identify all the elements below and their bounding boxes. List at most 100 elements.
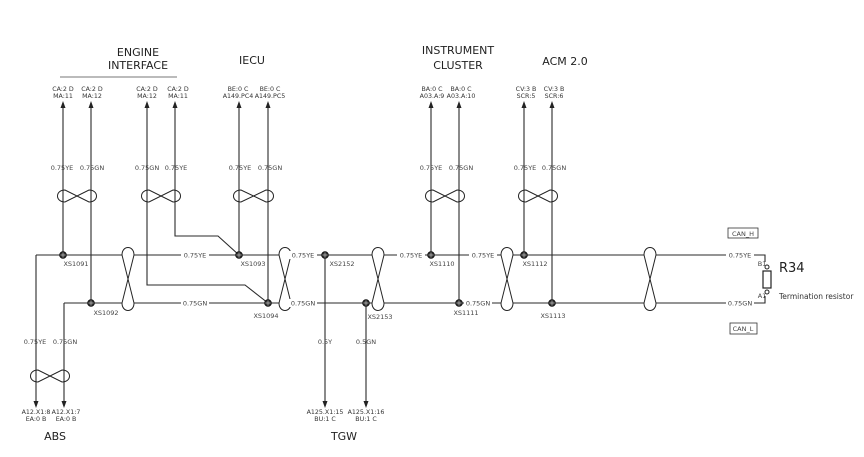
wire-label: 0.75GN [542,164,567,172]
bus-label-bg [181,299,209,307]
bus-label-bg [464,299,492,307]
wires [30,76,772,408]
twisted-pair-icon [643,247,657,311]
resistor-pin-b: B1 [758,260,767,268]
splice-label: XS1113 [540,312,565,320]
pin-label: MA:11 [168,93,188,100]
arrow-up-icon [60,101,66,108]
bus-label-bg [181,251,209,259]
bus-label-bg [289,251,317,259]
wire-label: 0.75YE [165,164,188,172]
splice-cross [363,300,369,306]
pin-label: A12.X1:7 [52,409,81,416]
wire-label: 0.75GN [80,164,105,172]
splice-cross [322,252,328,258]
bus-wire-label: 0.75GN [183,299,208,307]
bus-wire-label: 0.75YE [400,251,423,259]
pin-label: A125.X1:15 [307,409,344,416]
arrow-up-icon [428,101,434,108]
arrow-down-icon [61,401,67,408]
twisted-pair-icon [500,247,514,311]
pin-label: BA:0 C [421,86,443,93]
wire-label: 0.75YE [514,164,537,172]
abs-title: ABS [44,430,66,443]
pin-label: BE:0 C [260,86,281,93]
pin-label: SCR:6 [545,93,564,100]
pin-label: MA:12 [137,93,157,100]
bus-wire-label: 0.75YE [184,251,207,259]
twisted-pair-icon [425,189,465,203]
bus-wire-label: 0.75YE [729,251,752,259]
twisted-pair-icon [518,189,558,203]
splice-label: XS2152 [329,260,354,268]
pin-label: A03.A:9 [420,93,445,100]
pin-label: BE:0 C [228,86,249,93]
arrow-up-icon [456,101,462,108]
tgw-title: TGW [330,430,357,443]
arrow-up-icon [236,101,242,108]
pin-label: A03.A:10 [447,93,476,100]
bus-wire-label: 0.75GN [728,299,753,307]
resistor-id: R34 [779,261,805,276]
wire-label: 0.75YE [24,338,47,346]
wire-label: 0.75YE [420,164,443,172]
splice-label: XS1094 [253,312,278,320]
bus-label-bg [469,251,497,259]
splice-cross [428,252,434,258]
splice-cross [236,252,242,258]
twisted-pair-icon [233,189,274,203]
wire-label: 0.5Y [318,338,332,346]
wire-label: 0.75GN [135,164,160,172]
splice-cross [60,252,66,258]
resistor-icon [762,270,772,289]
wire-label: 0.75GN [258,164,283,172]
bus-wire-label: 0.75GN [291,299,316,307]
wire-label: 0.75YE [229,164,252,172]
pin-label: BU:1 C [355,416,377,423]
wire-label: 0.5GN [356,338,376,346]
pin-label: CV:3 B [516,86,537,93]
wire-label: 0.75YE [51,164,74,172]
splice-label: XS2153 [367,313,392,321]
resistor-pin-a: A1 [758,292,767,300]
arrow-down-icon [322,401,328,408]
arrow-up-icon [265,101,271,108]
pin-label: MA:11 [53,93,73,100]
splice-cross [521,252,527,258]
pin-label: EA:0 B [26,416,47,423]
bus-wire-label: 0.75GN [466,299,491,307]
splice-label: XS1093 [240,260,265,268]
resistor-description: Termination resistor [778,292,854,301]
bus-labels: 0.75YE 0.75YE 0.75YE 0.75YE 0.75YE 0.75GN 0.75… [181,251,754,307]
arrow-up-icon [172,101,178,108]
can-l-label: CAN_L [733,325,754,333]
resistor-terminal [764,264,770,270]
splice-cross [88,300,94,306]
wire-vertical [146,105,269,304]
twisted-pair-icon [30,369,70,383]
twisted-pair-icon [57,189,97,203]
bus-label-bg [726,299,754,307]
arrow-up-icon [144,101,150,108]
engine-title: ENGINE [117,46,159,59]
splice-label: XS1091 [63,260,88,268]
can-low-bus [64,296,766,304]
resistor-terminal [764,289,770,295]
arrow-up-icon [88,101,94,108]
twisted-pair-icon [121,247,135,311]
wire-label: 0.75GN [449,164,474,172]
pin-label: CA:2 D [136,86,158,93]
can-h-label: CAN_H [732,230,754,238]
splice-label: XS1111 [453,309,478,317]
bus-wire-label: 0.75YE [472,251,495,259]
arrow-up-icon [549,101,555,108]
bus-wire-label: 0.75YE [292,251,315,259]
splice-cross [265,300,271,306]
arrow-down-icon [33,401,39,408]
pin-label: CA:2 D [52,86,74,93]
splice-cross [456,300,462,306]
cluster-title-2: CLUSTER [433,59,483,72]
arrow-down-icon [363,401,369,408]
can-l-box [729,322,758,335]
pin-label: EA:0 B [56,416,77,423]
